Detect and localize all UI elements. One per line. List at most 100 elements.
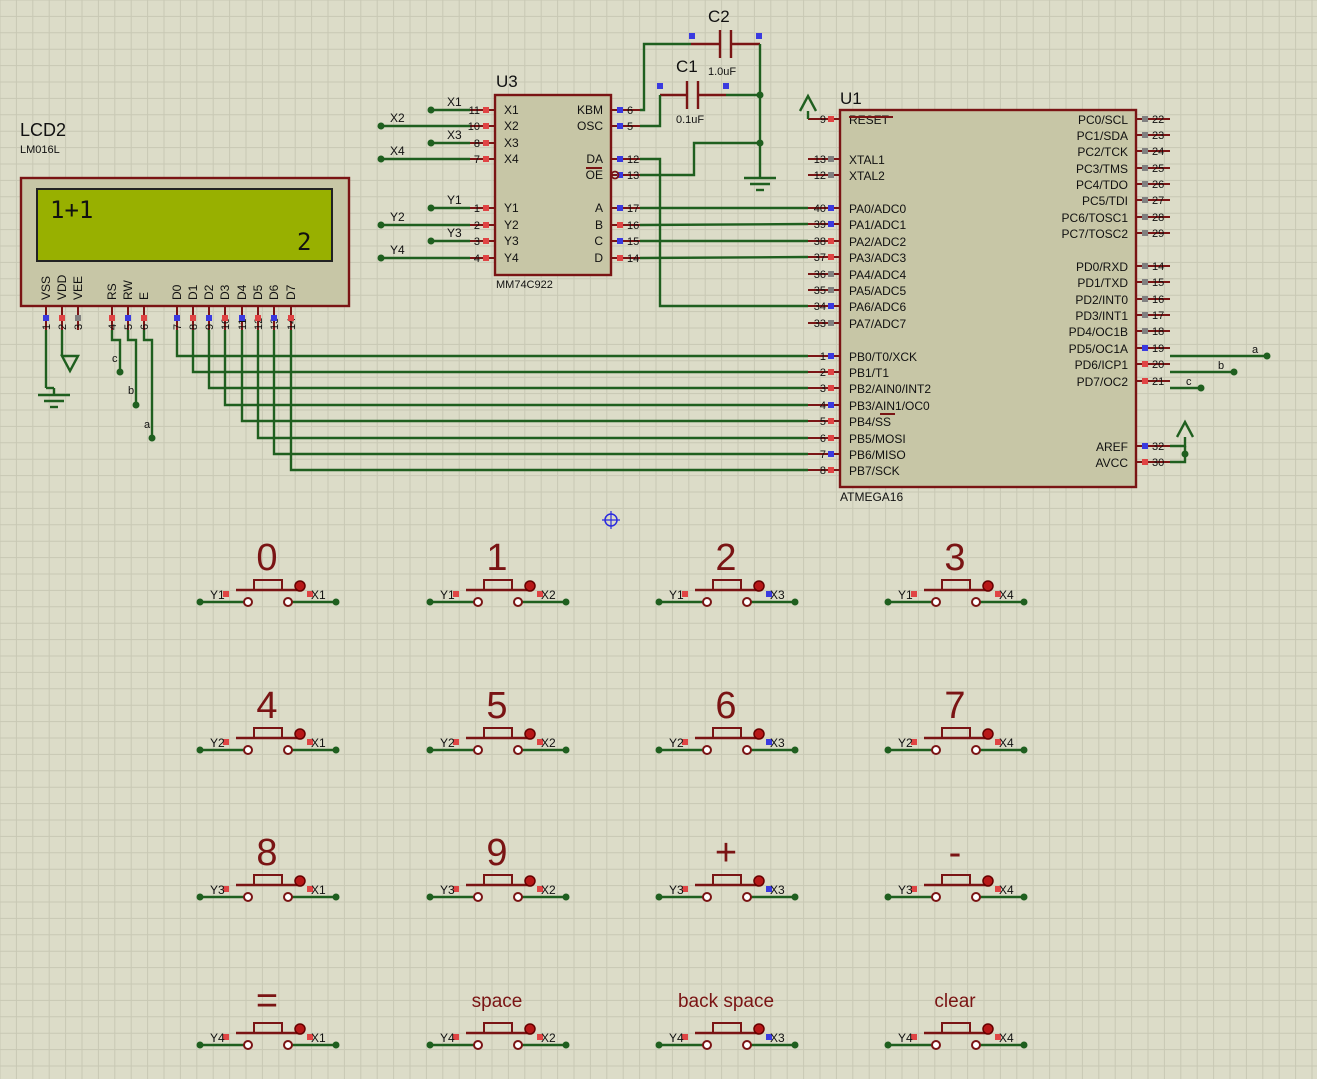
junction-dot xyxy=(884,1041,892,1049)
key-plunger-cap xyxy=(712,874,742,886)
keypad-button-label: back space xyxy=(678,991,774,1012)
mcu-component[interactable]: U1 ATMEGA16 RESET9XTAL113XTAL212PA0/ADC0… xyxy=(808,89,1170,504)
pin-marker xyxy=(828,451,834,457)
keypad-button-label: = xyxy=(256,980,278,1022)
encoder-net-label: Y3 xyxy=(447,226,462,240)
lcd-pin-name: VDD xyxy=(55,274,69,300)
key-probe-dot xyxy=(753,728,765,740)
keypad-button-label: 0 xyxy=(256,537,277,579)
key-net-x: X1 xyxy=(311,883,326,897)
mcu-net-a: a xyxy=(1252,344,1259,356)
encoder-left-pin-name: X2 xyxy=(504,119,519,133)
encoder-left-pin-number: 7 xyxy=(474,154,480,166)
key-contact-left xyxy=(243,597,253,607)
encoder-left-pin-number: 1 xyxy=(474,203,480,215)
pin-marker xyxy=(43,315,49,321)
mcu-left-pin-name: PB2/AIN0/INT2 xyxy=(849,382,931,396)
lcd-pin-name: D7 xyxy=(284,284,298,300)
junction-dot xyxy=(1230,368,1238,376)
key-contact-left xyxy=(473,745,483,755)
pin-marker xyxy=(537,591,543,597)
mcu-right-pin-name: PD0/RXD xyxy=(1076,260,1128,274)
encoder-right-pin-name: B xyxy=(595,218,603,232)
mcu-right-pin-number: 22 xyxy=(1152,114,1164,126)
c2-value: 1.0uF xyxy=(708,66,736,78)
key-probe-dot xyxy=(753,580,765,592)
lcd-net-a: a xyxy=(144,419,151,431)
mcu-right-pin-name: PC1/SDA xyxy=(1077,129,1128,143)
pin-marker xyxy=(307,739,313,745)
encoder-right-pin-number: 16 xyxy=(627,220,639,232)
junction-dot xyxy=(655,598,663,606)
mcu-left-pin-number: 37 xyxy=(814,252,826,264)
lcd-component[interactable]: LCD2 LM016L 1+1 2 VSS1VDD2VEE3RS4RW5E6D0… xyxy=(19,120,351,330)
key-contact-right xyxy=(283,1040,293,1050)
capacitor-c1[interactable]: C1 0.1uF xyxy=(657,57,729,126)
key-net-x: X2 xyxy=(541,1031,556,1045)
pin-marker xyxy=(307,886,313,892)
lcd-screen xyxy=(36,188,333,262)
key-plunger-cap xyxy=(483,727,513,739)
junction-dot xyxy=(1181,450,1189,458)
encoder-left-pin-name: X3 xyxy=(504,136,519,150)
ground-icon xyxy=(38,388,70,409)
key-probe-dot xyxy=(982,1023,994,1035)
lcd-pin-number: 3 xyxy=(73,324,85,330)
encoder-output-wire xyxy=(639,222,809,227)
pin-marker xyxy=(995,739,1001,745)
junction-dot xyxy=(332,893,340,901)
junction-dot xyxy=(332,598,340,606)
junction-dot xyxy=(884,893,892,901)
capacitor-c2[interactable]: C2 1.0uF xyxy=(689,7,762,78)
mcu-right-pin-number: 25 xyxy=(1152,163,1164,175)
mcu-net-c: c xyxy=(1186,376,1192,388)
pin-marker xyxy=(59,315,65,321)
vdd-down-arrow-icon xyxy=(60,354,80,374)
c2-pin2-marker xyxy=(756,33,762,39)
lcd-pin-number: 11 xyxy=(237,319,249,330)
lcd-pin-number: 8 xyxy=(188,324,200,330)
encoder-net-label: Y2 xyxy=(390,210,405,224)
junction-dot xyxy=(427,139,435,147)
encoder-right-pin-number: 17 xyxy=(627,203,639,215)
lcd-pin-name: D2 xyxy=(202,284,216,300)
key-contact-left xyxy=(931,597,941,607)
key-net-x: X4 xyxy=(999,588,1014,602)
mcu-right-pin-number: 32 xyxy=(1152,441,1164,453)
pin-marker xyxy=(828,271,834,277)
mcu-right-pin-name: PD3/INT1 xyxy=(1075,309,1128,323)
key-contact-right xyxy=(742,597,752,607)
keypad-button-label: 4 xyxy=(256,685,277,727)
key-contact-right xyxy=(283,597,293,607)
mcu-left-pin-name: PB7/SCK xyxy=(849,464,900,478)
mcu-right-pin-name: PC4/TDO xyxy=(1076,178,1128,192)
encoder-component[interactable]: U3 MM74C922 X111X210X38X47Y11Y22Y33Y44KB… xyxy=(468,72,640,291)
mcu-left-pin-name: PB4/SS xyxy=(849,415,891,429)
mcu-left-pin-number: 34 xyxy=(814,301,826,313)
mcu-left-pin-name: PA4/ADC4 xyxy=(849,268,906,282)
junction-dot xyxy=(196,746,204,754)
pin-marker xyxy=(1142,312,1148,318)
lcd-pin-number: 1 xyxy=(41,324,53,330)
mcu-right-pin-name: PC3/TMS xyxy=(1076,162,1128,176)
encoder-right-pin-number: 14 xyxy=(627,253,639,265)
mcu-left-pin-number: 35 xyxy=(814,285,826,297)
